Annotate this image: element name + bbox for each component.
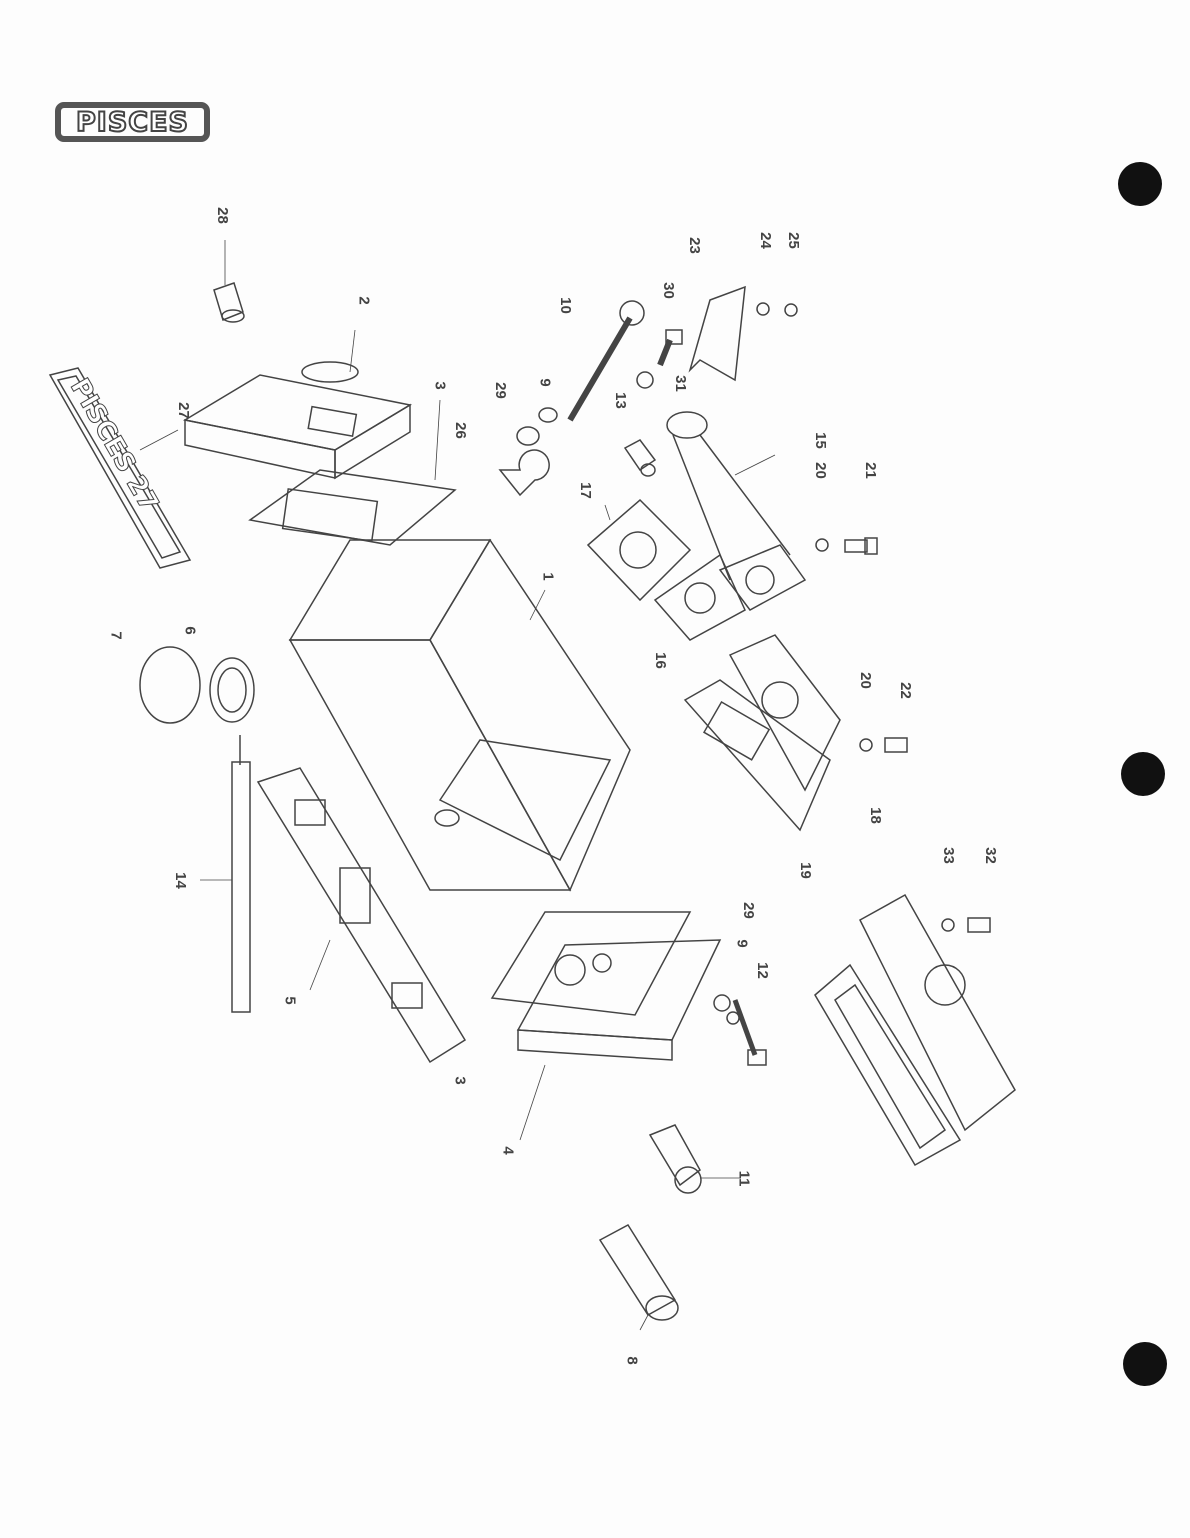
part-5-gasket [256,767,467,1064]
callout-28: 28 [213,207,231,224]
callout-29-bottom: 29 [739,902,757,919]
callout-4: 4 [499,1146,517,1155]
part-27-badge: PISCES 27 [48,367,192,569]
callout-11: 11 [735,1170,753,1187]
part-21-bolt [844,537,878,555]
callout-26: 26 [451,422,469,439]
callout-9-top: 9 [536,378,554,387]
callout-29-top: 29 [491,382,509,399]
binder-hole-bottom [1123,1342,1167,1386]
callout-9-bottom: 9 [733,939,751,948]
binder-hole-top [1118,162,1162,206]
part-28-plug [213,240,245,323]
part-33-washer [941,918,955,932]
callout-22: 22 [896,682,914,699]
callout-3-top: 3 [431,381,449,390]
callout-27: 27 [174,402,192,419]
part-18-cover-lower [859,893,1016,1132]
part-24-washer [756,302,770,316]
part-25-bolt [784,303,798,317]
part-16-gasket [653,553,746,641]
callout-21: 21 [861,462,879,479]
callout-20-bottom: 20 [856,672,874,689]
pisces-logo: PISCES [55,102,210,142]
callout-30: 30 [659,282,677,299]
part-3-gasket-bottom [490,911,692,1016]
callout-23: 23 [685,237,703,254]
part-15-elbow-pipe [666,411,807,611]
part-26-clip [498,449,550,497]
callout-6: 6 [181,626,199,635]
callout-24: 24 [756,232,774,249]
part-31-nut [636,371,654,389]
part-18-cover [728,634,841,792]
callout-15: 15 [811,432,829,449]
callout-13: 13 [611,392,629,409]
callout-5: 5 [281,996,299,1005]
callout-14: 14 [171,872,189,889]
part-2-end-cap [182,329,413,480]
part-32-bolt [967,917,991,933]
callout-1: 1 [539,572,557,581]
callout-17: 17 [576,482,594,499]
part-10-long-bolt [567,300,645,422]
part-11-fitting [648,1124,740,1194]
part-3-gasket-top [248,399,457,546]
part-12-bolt [732,999,767,1066]
callout-10: 10 [556,297,574,314]
part-23-bracket [688,285,746,382]
part-9-29-washers-top [516,407,558,446]
part-4-end-plate [516,939,722,1141]
part-19-gasket-lower [814,963,962,1167]
callout-8: 8 [623,1356,641,1365]
callout-19: 19 [796,862,814,879]
callout-31: 31 [671,375,689,392]
part-30-bolt [657,329,683,367]
callout-20-top: 20 [811,462,829,479]
callout-33: 33 [939,847,957,864]
callout-2: 2 [355,296,373,305]
part-22-bolt [884,737,908,753]
part-17-valve-flange [586,498,692,602]
part-6-adapter [209,657,255,765]
callout-3-bottom: 3 [451,1076,469,1085]
callout-18: 18 [866,807,884,824]
callout-16: 16 [651,652,669,669]
callout-25: 25 [784,232,802,249]
part-13-fitting [623,439,657,477]
part-1-body [288,538,631,892]
part-8-nipple [598,1224,679,1331]
callout-32: 32 [981,847,999,864]
part-7-cap [139,646,201,724]
callout-12: 12 [753,962,771,979]
part-14-tube [200,761,251,1013]
part-20-washer-b [859,738,873,752]
logo-text: PISCES [75,106,189,139]
binder-hole-middle [1121,752,1165,796]
part-20-washer-a [815,538,829,552]
part-19-gasket [683,679,831,832]
callout-7: 7 [107,631,125,640]
part-9-29-washers-bottom [713,994,740,1025]
